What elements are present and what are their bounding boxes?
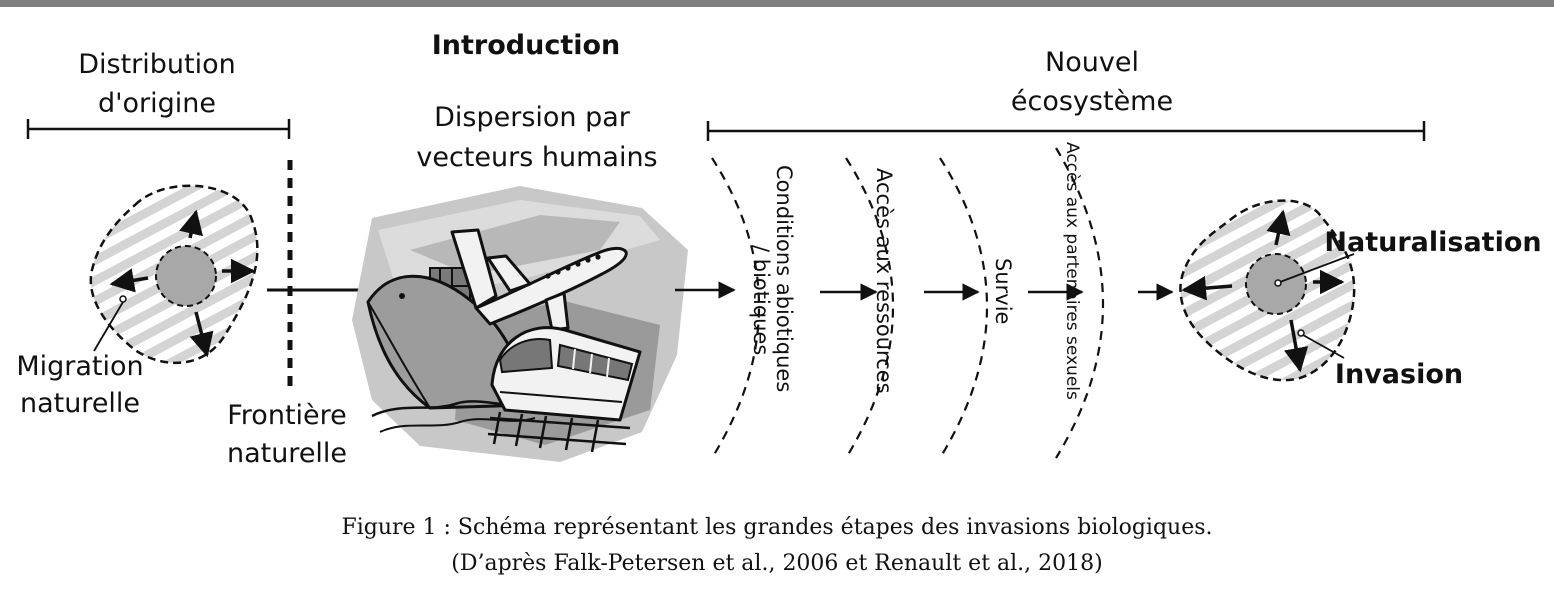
barrier-conditions-line2: / biotiques xyxy=(749,245,773,355)
train-icon xyxy=(487,326,642,453)
invasion-leader-line xyxy=(1302,334,1345,359)
introduction-title: Introduction xyxy=(432,30,621,61)
figure-caption-line2: (D’après Falk-Petersen et al., 2006 et R… xyxy=(451,551,1103,576)
figure-caption-line1: Figure 1 : Schéma représentant les grand… xyxy=(341,515,1212,540)
naturalisation-label: Naturalisation xyxy=(1324,227,1541,258)
frontier-label-line2: naturelle xyxy=(227,438,347,469)
top-rule xyxy=(0,0,1554,7)
origin-core-circle xyxy=(155,245,217,307)
migration-label-line1: Migration xyxy=(16,351,143,382)
invasion-label: Invasion xyxy=(1335,359,1463,390)
barrier-arc-conditions xyxy=(711,157,760,459)
new-ecosystem-title-line1: Nouvel xyxy=(1045,47,1139,78)
dispersion-title-line1: Dispersion par xyxy=(434,102,631,133)
frontier-label-line1: Frontière xyxy=(227,400,347,431)
naturalisation-leader-line xyxy=(1279,253,1355,283)
origin-bracket xyxy=(26,119,291,139)
barrier-conditions-line1: Conditions abiotiques xyxy=(772,165,796,392)
barrier-arc-partners xyxy=(1055,147,1104,459)
human-vectors-illustration xyxy=(352,186,688,462)
barrier-survival-label: Survie xyxy=(991,258,1015,324)
barrier-arc-survival xyxy=(939,157,988,459)
origin-title-line1: Distribution xyxy=(78,49,236,80)
barrier-resources-label: Accès aux ressources xyxy=(872,168,896,394)
invaded-distribution xyxy=(1179,199,1356,382)
new-ecosystem-bracket xyxy=(706,121,1426,141)
migration-label-line2: naturelle xyxy=(20,388,140,419)
migration-leader-line xyxy=(93,301,124,352)
dispersion-title-line2: vecteurs humains xyxy=(416,142,657,173)
origin-title-line2: d'origine xyxy=(98,88,216,119)
origin-distribution xyxy=(89,184,259,365)
barrier-arcs xyxy=(711,147,1104,459)
barrier-arc-resources xyxy=(845,157,894,459)
new-ecosystem-title-line2: écosystème xyxy=(1011,86,1173,117)
barrier-partners-label: Accès aux partenaires sexuels xyxy=(1062,142,1082,400)
airplane-icon xyxy=(450,228,628,332)
